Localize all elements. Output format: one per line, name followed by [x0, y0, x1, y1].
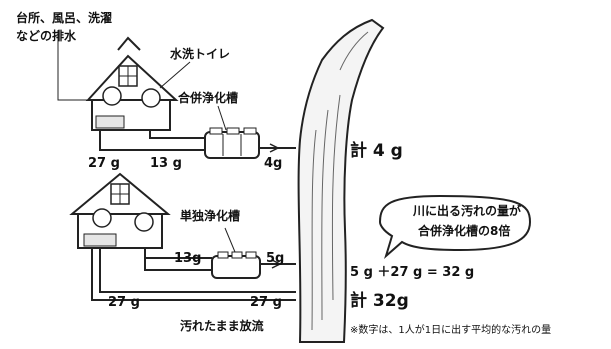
top-total: 計 4 g	[350, 141, 403, 161]
single-septic-tank	[211, 251, 261, 279]
bottom-equation: 5 g ＋27 g = 32 g	[350, 265, 475, 280]
label-untreated-release: 汚れたまま放流	[180, 319, 264, 333]
label-kitchen-bath-laundry: 台所、風呂、洗濯	[16, 11, 113, 25]
river	[297, 18, 385, 343]
top-toilet-value: 13 g	[150, 156, 182, 171]
label-combined-tank: 合併浄化槽	[178, 91, 239, 105]
combined-septic-tank	[204, 127, 260, 159]
bottom-house	[69, 172, 171, 249]
callout-line1: 川に出る汚れの量が	[413, 204, 522, 218]
label-single-tank: 単独浄化槽	[180, 209, 241, 223]
callout-line2: 合併浄化槽の8倍	[418, 224, 511, 238]
speech-bubble	[378, 194, 532, 260]
footnote: ※数字は、1人が1日に出す平均的な汚れの量	[350, 325, 552, 336]
label-drainage: などの排水	[16, 29, 77, 43]
label-flush-toilet: 水洗トイレ	[170, 47, 231, 61]
bottom-total: 計 32g	[350, 291, 409, 311]
bottom-toilet-value: 13g	[174, 251, 202, 266]
top-house	[85, 36, 179, 131]
bottom-greywater-right: 27 g	[250, 295, 282, 310]
bottom-out-value: 5g	[266, 251, 285, 266]
bottom-greywater-left: 27 g	[108, 295, 140, 310]
top-out-value: 4g	[264, 156, 283, 171]
top-pipes	[57, 30, 296, 153]
top-greywater-value: 27 g	[88, 156, 120, 171]
bottom-pipes	[91, 227, 296, 301]
